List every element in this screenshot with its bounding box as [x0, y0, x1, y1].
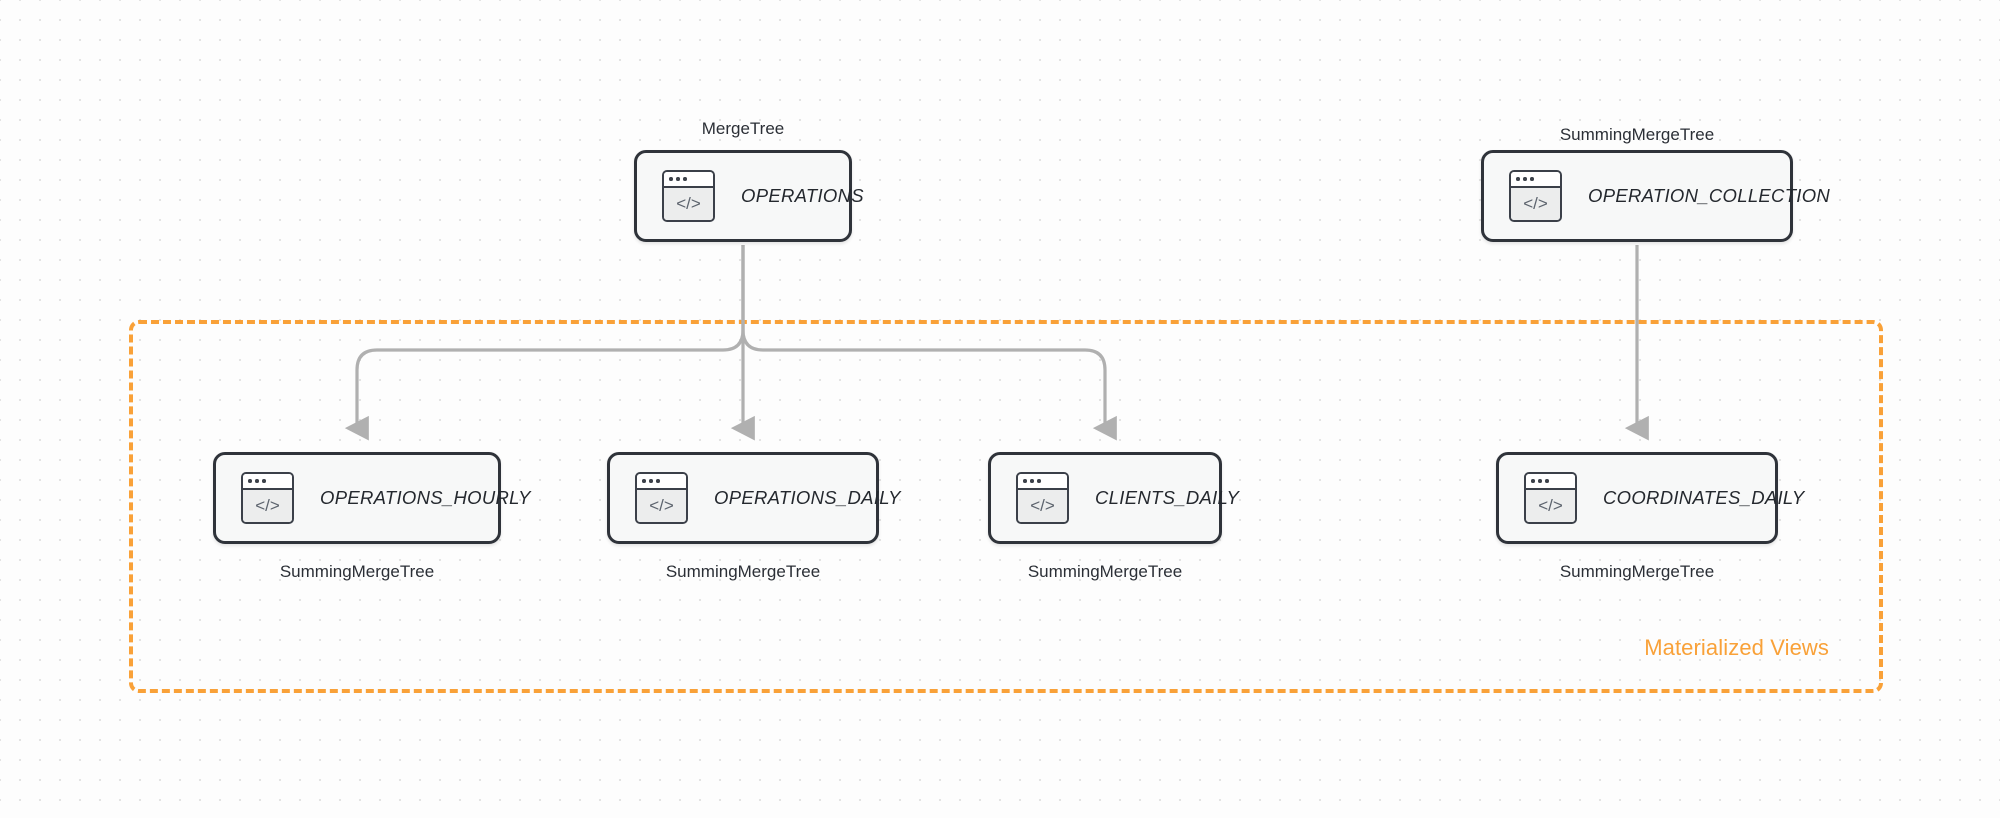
code-window-icon-dot	[682, 177, 687, 181]
code-window-icon-glyph: </>	[1526, 490, 1575, 522]
code-window-icon-titlebar	[1526, 474, 1575, 490]
engine-caption-clients-daily: SummingMergeTree	[1027, 562, 1183, 581]
node-label: OPERATIONS	[741, 185, 864, 206]
code-window-icon-dot	[248, 479, 252, 483]
code-window-icon-titlebar	[243, 474, 292, 490]
code-window-icon-dot	[655, 479, 660, 483]
code-window-icon: </>	[1016, 472, 1069, 524]
code-window-icon-titlebar	[1511, 172, 1560, 188]
code-window-icon-dot	[1522, 177, 1527, 181]
code-window-icon: </>	[1524, 472, 1577, 524]
code-window-icon-dot	[1029, 479, 1034, 483]
node-coordinates-daily[interactable]: </> COORDINATES_DAILY	[1496, 452, 1804, 544]
code-window-icon-dot	[1537, 479, 1542, 483]
engine-caption-coordinates-daily: SummingMergeTree	[1559, 562, 1715, 581]
code-window-icon-dot	[669, 177, 673, 181]
code-window-icon-titlebar	[637, 474, 686, 490]
node-label: CLIENTS_DAILY	[1095, 487, 1240, 508]
engine-caption-operations-daily: SummingMergeTree	[665, 562, 821, 581]
code-window-icon: </>	[662, 170, 715, 222]
node-operations-daily[interactable]: </> OPERATIONS_DAILY	[607, 452, 900, 544]
code-window-icon-dot	[1544, 479, 1549, 483]
node-operations[interactable]: </> OPERATIONS	[634, 150, 864, 242]
code-window-icon-glyph: </>	[1511, 188, 1560, 220]
engine-caption-operations-hourly: SummingMergeTree	[279, 562, 435, 581]
code-window-icon-dot	[254, 479, 259, 483]
node-clients-daily[interactable]: </> CLIENTS_DAILY	[988, 452, 1239, 544]
node-label: OPERATION_COLLECTION	[1588, 185, 1831, 206]
code-window-icon-glyph: </>	[664, 188, 713, 220]
engine-caption-operation-collection: SummingMergeTree	[1559, 125, 1715, 144]
node-label: COORDINATES_DAILY	[1603, 487, 1805, 508]
code-window-icon-dot	[648, 479, 653, 483]
code-window-icon-dot	[1529, 177, 1534, 181]
code-window-icon: </>	[635, 472, 688, 524]
code-window-icon-dot	[642, 479, 646, 483]
engine-caption-operations: MergeTree	[701, 119, 785, 138]
code-window-icon-glyph: </>	[1018, 490, 1067, 522]
node-operations-hourly[interactable]: </> OPERATIONS_HOURLY	[213, 452, 530, 544]
materialized-views-group-label: Materialized Views	[1644, 635, 1829, 660]
code-window-icon-dot	[1531, 479, 1535, 483]
code-window-icon: </>	[1509, 170, 1562, 222]
code-window-icon-glyph: </>	[637, 490, 686, 522]
code-window-icon-dot	[1036, 479, 1041, 483]
code-window-icon-titlebar	[1018, 474, 1067, 490]
code-window-icon-glyph: </>	[243, 490, 292, 522]
code-window-icon-titlebar	[664, 172, 713, 188]
node-label: OPERATIONS_HOURLY	[320, 487, 531, 508]
node-label: OPERATIONS_DAILY	[714, 487, 901, 508]
code-window-icon-dot	[1023, 479, 1027, 483]
code-window-icon-dot	[261, 479, 266, 483]
node-operation-collection[interactable]: </> OPERATION_COLLECTION	[1481, 150, 1830, 242]
code-window-icon: </>	[241, 472, 294, 524]
code-window-icon-dot	[1516, 177, 1520, 181]
code-window-icon-dot	[675, 177, 680, 181]
